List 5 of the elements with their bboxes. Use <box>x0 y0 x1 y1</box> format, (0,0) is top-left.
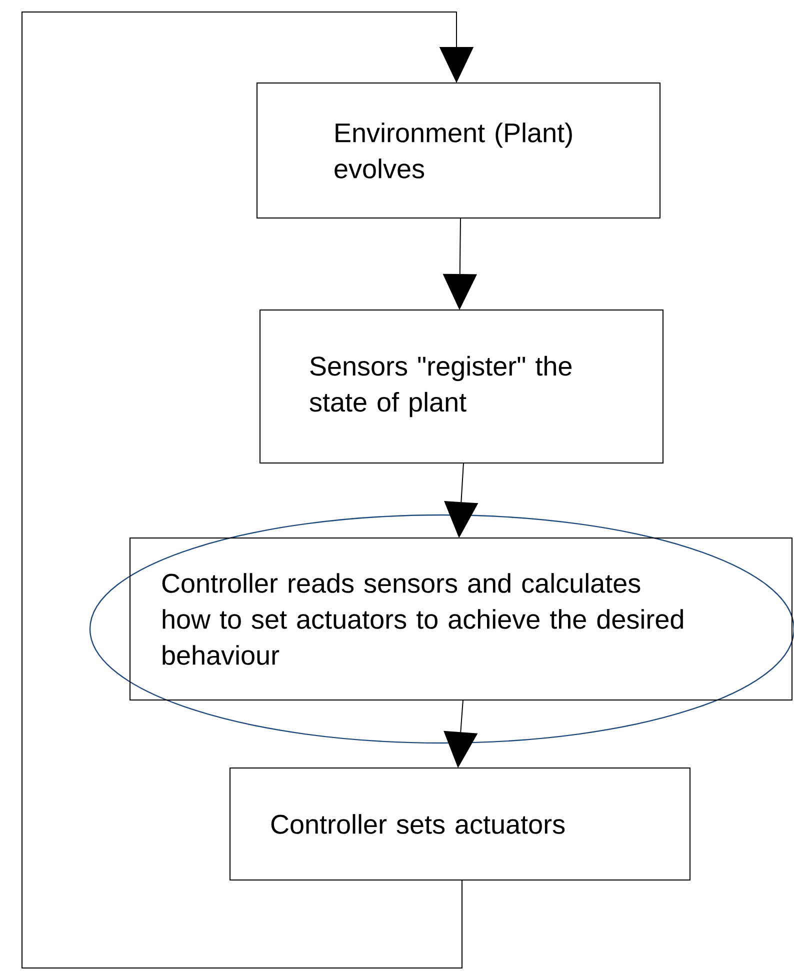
process-box: Controller sets actuators <box>230 768 690 880</box>
process-box: Environment (Plant) evolves <box>256 82 660 218</box>
arrow <box>22 12 474 968</box>
process-box: Sensors "register" the state of plant <box>260 310 664 464</box>
process-box: Controller reads sensors and calculates how to set actuators to achieve the desired behaviour <box>130 538 792 700</box>
